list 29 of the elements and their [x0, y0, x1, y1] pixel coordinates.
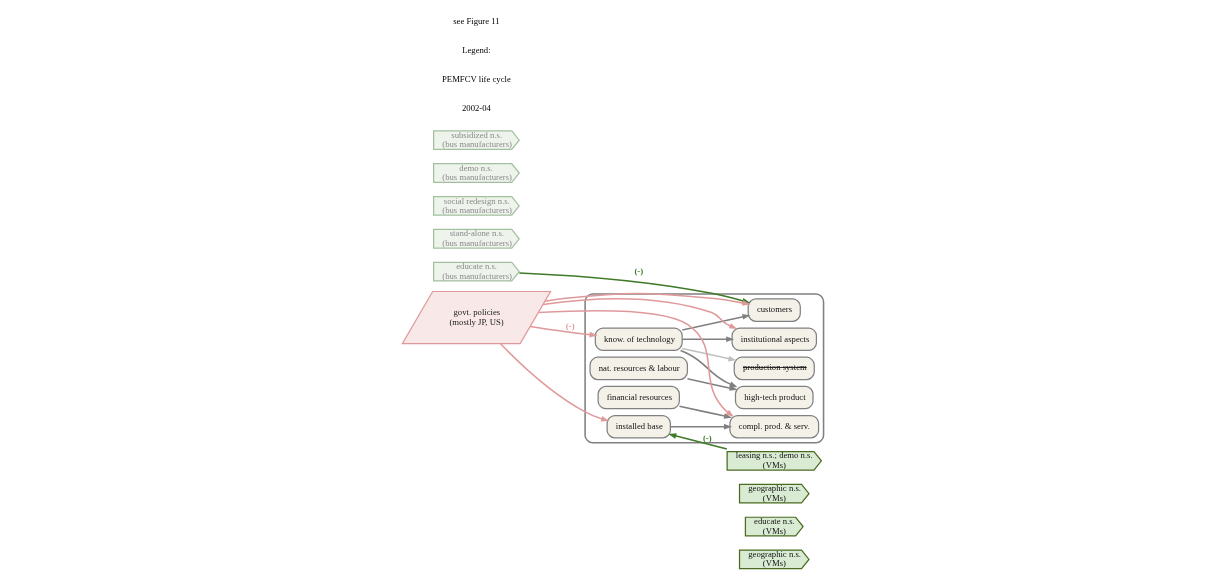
label: 2002-04	[461, 103, 491, 114]
cluster	[583, 293, 824, 444]
arrow	[537, 309, 734, 417]
arrow	[679, 349, 738, 388]
node-box: production system	[733, 356, 815, 381]
arrow	[678, 405, 732, 419]
node-box: compl. prod. & serv.	[728, 414, 819, 439]
node-box: customers	[747, 298, 801, 322]
arrow	[541, 298, 737, 330]
node-box: high-tech product	[734, 385, 814, 410]
arrow	[686, 378, 738, 391]
edge-label: (-)	[565, 320, 575, 331]
arrow	[680, 336, 734, 343]
arrow	[680, 314, 750, 331]
node-box: know. of technology	[594, 327, 683, 352]
arrow	[669, 423, 732, 430]
label: Legend:	[461, 45, 491, 56]
arrow	[680, 347, 736, 362]
label: PEMFCV life cycle	[441, 74, 511, 85]
arrow	[667, 433, 728, 450]
edge-label: (-)	[633, 266, 643, 277]
node-box: installed base	[606, 414, 671, 439]
label: see Figure 11	[452, 16, 500, 27]
arrow	[529, 325, 598, 338]
node-box: institutional aspects	[730, 327, 817, 352]
edge-label: (-)	[702, 433, 712, 444]
node-box: nat. resources & labour	[588, 356, 688, 381]
arrow	[499, 342, 609, 422]
node-box: financial resources	[597, 385, 680, 410]
